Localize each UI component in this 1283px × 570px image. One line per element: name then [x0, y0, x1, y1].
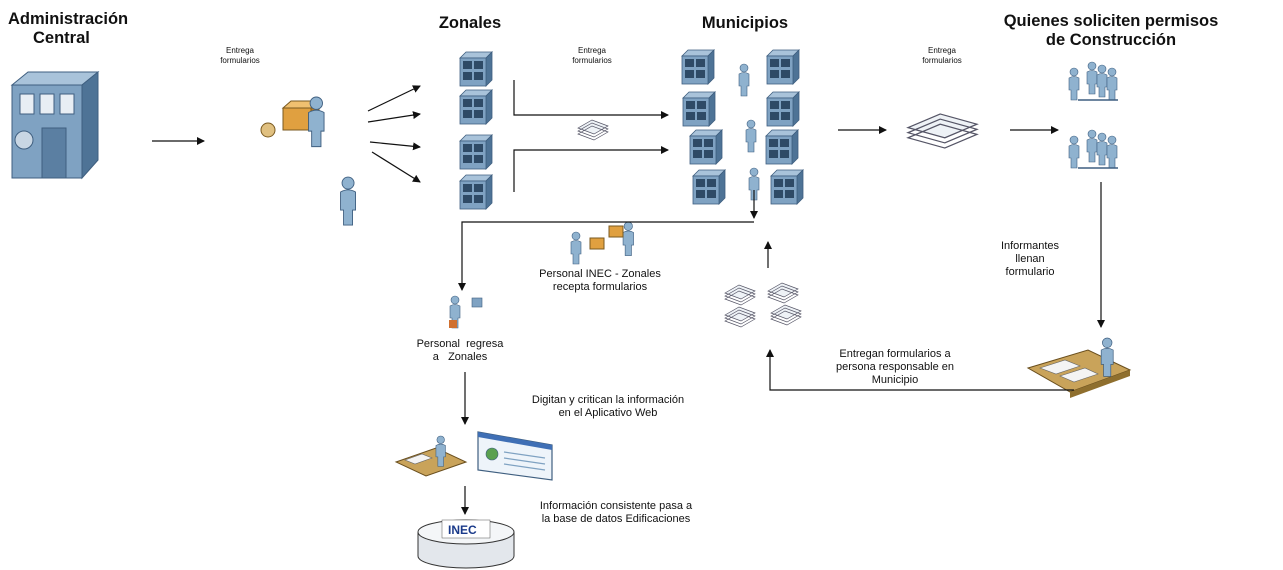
- label-informantes-line1: Informantes: [1000, 240, 1060, 252]
- db-logo-text: INEC: [448, 523, 477, 537]
- desk-worker-small-icon: [394, 435, 468, 477]
- label-entrega-3-line2: formularios: [922, 56, 962, 65]
- label-informantes-line2: llenan: [1015, 253, 1045, 265]
- person-icon: [738, 63, 760, 201]
- label-entrega-3-line1: Entrega: [927, 46, 957, 55]
- web-app-window-icon: [477, 431, 553, 481]
- label-info-consistente: Información consistente pasa a la base d…: [496, 500, 736, 526]
- desk-worker-icon: [1026, 337, 1132, 398]
- label-entrega-3: Entrega formularios: [907, 46, 977, 66]
- label-digitan: Digitan y critican la información en el …: [488, 394, 728, 420]
- label-digitan-line1: Digitan y critican la información: [531, 394, 685, 406]
- label-informantes: Informantes llenan formulario: [990, 240, 1070, 279]
- arrow-desk-to-municipio-papers: [766, 349, 1074, 391]
- label-entregan: Entregan formularios a persona responsab…: [800, 348, 990, 387]
- header-admin-line1: Administración: [8, 10, 129, 28]
- handover-people-icon: [260, 96, 356, 226]
- arrow-zonal-to-municipio-2: [513, 146, 669, 192]
- people-group-icon: [1069, 62, 1118, 168]
- label-entrega-1: Entrega formularios: [205, 46, 275, 66]
- label-entrega-2-line2: formularios: [572, 56, 612, 65]
- header-administracion: Administración Central: [8, 10, 168, 48]
- label-entrega-2: Entrega formularios: [557, 46, 627, 66]
- header-solicitantes: Quienes soliciten permisos de Construcci…: [980, 12, 1242, 50]
- arrow-to-zonal-2: [367, 111, 421, 123]
- header-municipios: Municipios: [701, 14, 789, 32]
- label-regresa-line1: Personal regresa: [416, 338, 504, 350]
- label-entrega-2-line1: Entrega: [577, 46, 607, 55]
- label-info-line2: la base de datos Edificaciones: [541, 513, 691, 525]
- arrow-municipio-to-personal: [458, 221, 754, 291]
- header-admin-line2: Central: [33, 29, 90, 47]
- arrow-to-zonal-4: [371, 151, 421, 183]
- handover-small-icon: [570, 221, 634, 265]
- flow-arrows: [152, 80, 1105, 515]
- label-entrega-1-line1: Entrega: [225, 46, 255, 55]
- arrow-to-zonal-3: [369, 141, 421, 151]
- zonal-building-icon: [459, 51, 493, 210]
- label-recepta: Personal INEC - Zonales recepta formular…: [510, 268, 690, 294]
- walking-person-icon: [449, 295, 483, 329]
- label-regresa: Personal regresa a Zonales: [400, 338, 520, 364]
- label-entregan-line2: persona responsable en: [835, 361, 955, 373]
- label-info-line1: Información consistente pasa a: [539, 500, 693, 512]
- label-entrega-1-line2: formularios: [220, 56, 260, 65]
- arrow-zonal-to-municipio-1: [513, 80, 669, 119]
- label-recepta-line1: Personal INEC - Zonales: [539, 268, 661, 280]
- header-solicitantes-line1: Quienes soliciten permisos: [1003, 12, 1219, 30]
- header-zonales: Zonales: [438, 14, 502, 32]
- database-icon: INEC: [417, 519, 515, 569]
- header-solicitantes-line2: de Construcción: [1045, 31, 1177, 49]
- arrow-to-zonal-1: [367, 85, 421, 112]
- label-entregan-line1: Entregan formularios a: [839, 348, 951, 360]
- label-recepta-line2: recepta formularios: [552, 281, 648, 293]
- office-building-icon: [10, 70, 100, 180]
- label-informantes-line3: formulario: [1005, 266, 1055, 278]
- label-regresa-line2: a Zonales: [432, 351, 488, 363]
- label-entregan-line3: Municipio: [871, 374, 919, 386]
- label-digitan-line2: en el Aplicativo Web: [558, 407, 658, 419]
